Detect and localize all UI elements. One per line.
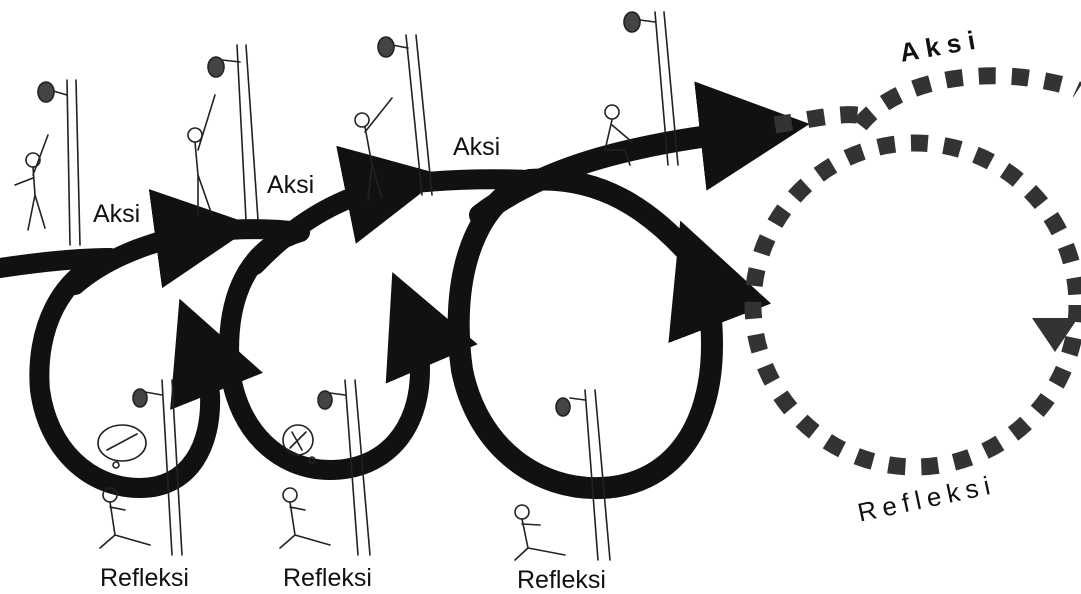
- fruit-icon: [38, 82, 54, 102]
- person-icon: [515, 505, 565, 560]
- tree-icon: [50, 80, 80, 245]
- fruit-icon: [208, 57, 224, 77]
- label-refleksi-1: Refleksi: [100, 566, 189, 591]
- tree-icon: [222, 45, 258, 220]
- person-icon: [15, 135, 48, 230]
- thought-bubble-icon: [98, 425, 146, 468]
- fruit-icon: [318, 391, 332, 409]
- dashed-inner-circle: [753, 143, 1077, 467]
- person-icon: [280, 488, 330, 548]
- label-aksi-3: Aksi: [453, 135, 500, 160]
- tree-icon: [570, 390, 610, 560]
- person-icon: [188, 95, 215, 215]
- label-aksi-1: Aksi: [93, 202, 140, 227]
- label-refleksi-3: Refleksi: [517, 568, 606, 593]
- tree-icon: [392, 35, 432, 195]
- fruit-icon: [378, 37, 394, 57]
- fruit-icon: [556, 398, 570, 416]
- dashed-outer-arc: [860, 76, 1078, 125]
- label-aksi-2: Aksi: [267, 173, 314, 198]
- fruit-icon: [624, 12, 640, 32]
- fruit-icon: [133, 389, 147, 407]
- loop-1-arrow: [39, 258, 210, 488]
- tree-icon: [145, 380, 182, 555]
- dashed-cycle: [753, 76, 1078, 467]
- label-refleksi-2: Refleksi: [283, 566, 372, 591]
